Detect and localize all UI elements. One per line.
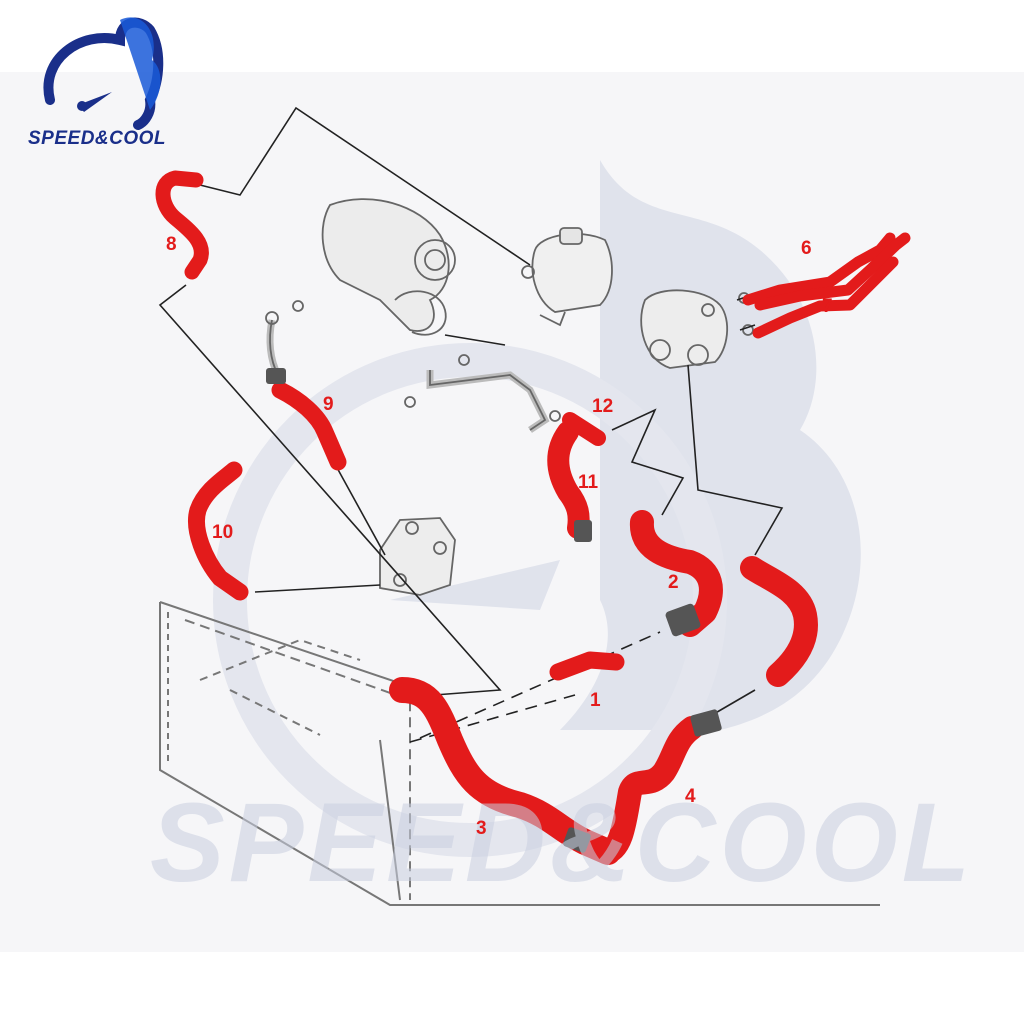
part-label-3: 3	[476, 818, 487, 839]
part-label-8: 8	[166, 234, 177, 255]
hose-3b	[594, 716, 704, 864]
hose-12	[562, 412, 606, 446]
hose-6	[742, 232, 896, 306]
hose-9	[271, 381, 347, 471]
expansion-tank-drawing	[521, 227, 613, 327]
hose-connectors	[266, 368, 722, 853]
hose-1	[549, 651, 625, 681]
hose-6b	[754, 232, 911, 311]
part-label-1: 1	[590, 690, 601, 711]
logo-text: SPEED&COOL	[28, 128, 167, 149]
hose-11	[547, 421, 590, 539]
hose-4	[740, 556, 818, 687]
part-label-9: 9	[323, 394, 334, 415]
hose-7	[752, 256, 899, 339]
hose-2	[630, 510, 723, 637]
hose-8	[155, 170, 209, 280]
part-label-11: 11	[578, 472, 599, 493]
part-label-10: 10	[212, 522, 234, 543]
part-label-6: 6	[801, 238, 812, 259]
part-label-7: 7	[822, 296, 833, 317]
turbocharger-drawing	[321, 198, 456, 336]
part-label-4: 4	[685, 786, 696, 807]
hose-10	[188, 461, 249, 601]
hose-3	[389, 677, 621, 865]
part-label-2: 2	[668, 572, 679, 593]
part-label-12: 12	[592, 396, 614, 417]
watermark-text: SPEED&COOL	[150, 780, 975, 905]
thermostat-housing-drawing	[640, 289, 729, 369]
